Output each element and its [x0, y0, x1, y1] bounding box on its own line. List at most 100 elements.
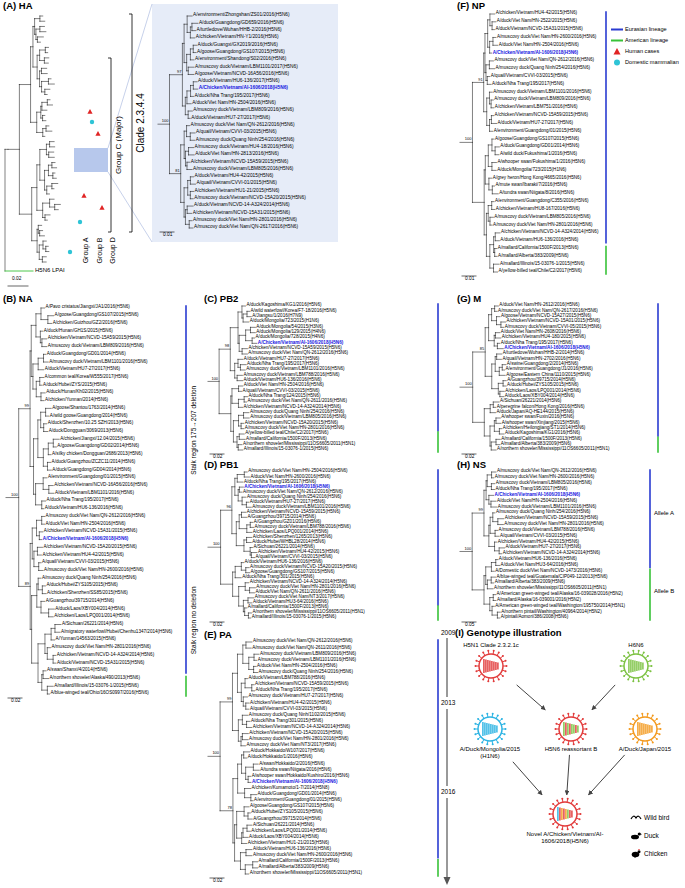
tree-branch [45, 214, 50, 215]
virus-spike [643, 678, 645, 680]
tree-branch [37, 37, 38, 42]
group-label: Group D [109, 237, 116, 263]
tree-branch [242, 512, 246, 513]
tree-branch [208, 381, 219, 382]
legend-triangle [614, 48, 621, 55]
tree-branch [45, 52, 47, 53]
taxon-label: A/goose/Guangdong/GS107/2015(H5N6) [250, 804, 334, 809]
tree-branch [489, 178, 492, 179]
tree-branch [40, 31, 46, 32]
tree-branch [38, 578, 41, 579]
tree-branch [490, 412, 495, 413]
gene-segment [571, 811, 572, 818]
duck-icon [631, 835, 639, 840]
tree-branch [241, 570, 245, 571]
tree-branch [250, 527, 253, 528]
tree-branch [39, 531, 43, 532]
tree-branch [492, 388, 499, 389]
tree-branch [49, 493, 54, 494]
taxon-label: A/chicken/Vietnam/HU1-21/2015(H5N6) [194, 189, 279, 194]
tree-branch [47, 462, 50, 463]
tree-branch [248, 597, 254, 598]
tree-branch [32, 187, 37, 188]
tree-branch [486, 499, 489, 500]
tree-branch [242, 773, 246, 774]
tree-branch [19, 84, 30, 85]
tree-branch [491, 107, 494, 108]
tree-branch [502, 364, 506, 365]
tree-branch [45, 190, 47, 191]
duck-icon [638, 832, 641, 835]
tree-branch [242, 734, 243, 740]
tree-branch [239, 335, 245, 336]
gene-segment [557, 807, 558, 821]
tree-branch [38, 643, 45, 644]
group-label: H5N6 LPAI [35, 267, 65, 273]
tree-branch [244, 472, 247, 473]
reassortment-arrow [588, 755, 624, 795]
gene-segment [485, 659, 486, 672]
taxon-label: A/environment/Guangdong/01/2015(H5N6) [254, 798, 342, 803]
scale-bar-label: 0.01 [163, 233, 172, 238]
tree-branch [250, 587, 256, 588]
tree-branch [33, 389, 36, 390]
tree-branch [246, 709, 249, 710]
tree-branch [496, 354, 497, 359]
tree-branch [484, 34, 485, 73]
tree-branch [47, 686, 53, 687]
tree-branch [237, 811, 244, 812]
tree-branch [491, 582, 493, 583]
taxon-label: A/American green-winged teal/Alaska/16-0… [497, 592, 623, 597]
tree-branch [499, 434, 504, 435]
tree-branch [490, 268, 494, 269]
tree-branch [486, 566, 492, 567]
taxon-label: A/duck/Viet Nam/HN-2504/2016(H5N6) [499, 43, 579, 48]
tree-branch [55, 204, 61, 205]
tree-branch [190, 198, 193, 199]
clade-bracket [108, 14, 132, 232]
tree-branch [485, 184, 489, 185]
taxon-label: A/duck/Dongguan/3069/2013(H5N6) [49, 429, 123, 434]
bootstrap-value: 99 [479, 508, 483, 512]
tree-branch [491, 100, 493, 101]
tree-branch [491, 489, 494, 490]
tree-branch [490, 14, 495, 15]
tree-branch [41, 102, 42, 110]
gene-segment [634, 660, 635, 671]
tree-branch [185, 209, 187, 210]
group-label: Clade 2.3.4.4 [136, 93, 146, 153]
tree-branch [37, 55, 39, 56]
tree-branch [246, 779, 248, 780]
tree-branch [492, 29, 494, 30]
virus-spike [478, 655, 480, 657]
taxon-label: A/muscovy duck/Viet Nam/HN-2801/2016(H5N… [249, 737, 349, 742]
tree-branch [243, 828, 247, 829]
tree-branch [45, 47, 48, 48]
tree-branch [485, 376, 492, 377]
tree-branch [187, 162, 190, 163]
inset-shade [152, 4, 338, 242]
tree-branch [37, 36, 43, 37]
eurasian-lineage-bar [657, 304, 659, 436]
virus-spike [475, 665, 477, 667]
legend-text: Chicken [644, 851, 667, 858]
tree-branch [182, 43, 184, 44]
taxon-label: A/Chicken/Vietnam/AI-1606/2018(H5N6) [493, 51, 578, 56]
tree-branch [487, 475, 488, 487]
tree-branch [38, 578, 39, 590]
tree-branch [49, 152, 54, 153]
tree-branch [245, 788, 251, 789]
tree-branch [491, 562, 495, 563]
taxon-label: A/chicken/Vietnam/NCVD-15A31/2015(H5N6) [44, 529, 137, 534]
tree-branch [241, 428, 244, 429]
tree-branch [484, 535, 489, 536]
gene-segment [492, 725, 493, 734]
legend-text: American lineage [625, 38, 668, 44]
tree-branch [237, 482, 243, 483]
tree-branch [246, 340, 253, 341]
taxon-label: A/pintail/Aomori/386/2008(H5N6) [501, 615, 568, 620]
tree-branch [41, 601, 45, 602]
virus-spike [555, 728, 557, 730]
tree-branch [169, 173, 180, 174]
tree-branch [242, 739, 248, 740]
